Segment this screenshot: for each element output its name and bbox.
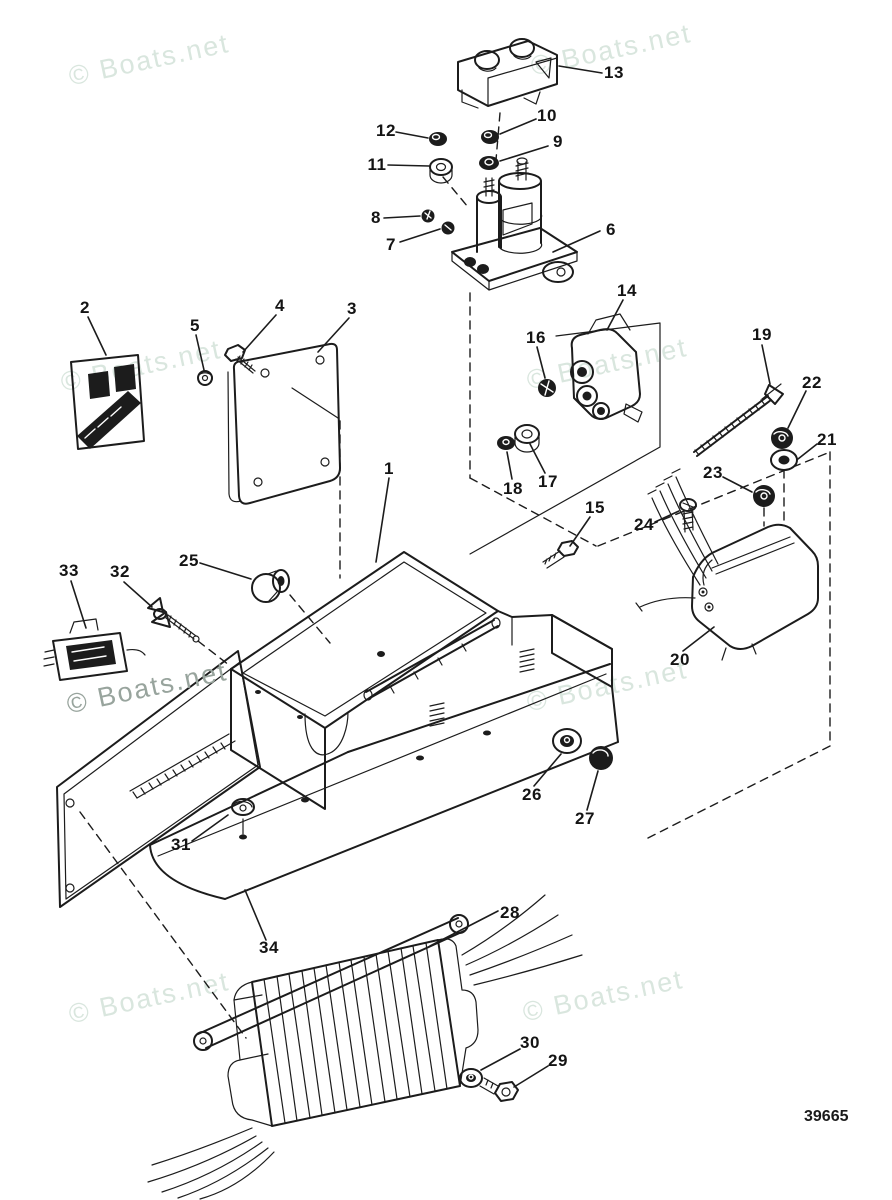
callout-20: 20 [670, 650, 690, 669]
part-3-cover-plate [227, 342, 341, 505]
callout-27: 27 [575, 809, 595, 828]
part-26-washer [552, 728, 582, 754]
part-32-wing-screw [147, 597, 200, 643]
part-27-nut [589, 746, 613, 770]
callout-19: 19 [752, 325, 772, 344]
part-16-grommet [538, 379, 556, 397]
callout-13: 13 [604, 63, 624, 82]
callout-33: 33 [59, 561, 79, 580]
part-23-nut [753, 485, 775, 507]
part-15-bolt [542, 540, 579, 569]
part-24-screw [679, 498, 697, 533]
part-33-connector [43, 618, 146, 681]
part-10-nut [481, 130, 499, 144]
callout-25: 25 [179, 551, 199, 570]
part-18-washer [497, 436, 515, 450]
callout-1: 1 [384, 459, 394, 478]
callout-31: 31 [171, 835, 191, 854]
part-7-nut [441, 221, 455, 235]
callout-30: 30 [520, 1033, 540, 1052]
part-12-nut [429, 132, 447, 146]
part-21-washer [770, 449, 798, 471]
callout-10: 10 [537, 106, 557, 125]
callout-32: 32 [110, 562, 130, 581]
callout-21: 21 [817, 430, 837, 449]
callout-2: 2 [80, 298, 90, 317]
part-30-washer [459, 1068, 483, 1088]
callout-16: 16 [526, 328, 546, 347]
part-29-bolt [479, 1077, 519, 1102]
callout-22: 22 [802, 373, 822, 392]
callout-4: 4 [275, 296, 285, 315]
part-13-bracket [457, 38, 558, 109]
part-14-motor [469, 313, 661, 555]
callout-9: 9 [553, 132, 563, 151]
part-2-decal [70, 354, 145, 450]
callout-7: 7 [386, 235, 396, 254]
projection-lines [79, 112, 831, 1039]
part-5-nut [197, 370, 213, 386]
part-11-washer [429, 158, 453, 184]
part-17-washer [514, 424, 540, 453]
callout-14: 14 [617, 281, 637, 300]
part-1-electrical-box [149, 551, 619, 900]
diagram-number: 39665 [804, 1108, 849, 1125]
part-9-washer [479, 156, 499, 170]
part-19-bolt [693, 383, 784, 457]
callout-28: 28 [500, 903, 520, 922]
part-8-nut [421, 209, 435, 223]
part-25-bushing [251, 569, 290, 603]
callout-15: 15 [585, 498, 605, 517]
part-28-rectifier [147, 894, 583, 1200]
part-6-starter-solenoid [451, 157, 578, 291]
leader-lines [70, 65, 818, 1088]
part-34-back-plate [56, 650, 261, 908]
callout-6: 6 [606, 220, 616, 239]
callout-26: 26 [522, 785, 542, 804]
callout-11: 11 [367, 155, 387, 174]
callout-3: 3 [347, 299, 357, 318]
callout-23: 23 [703, 463, 723, 482]
callout-24: 24 [634, 515, 654, 534]
callout-29: 29 [548, 1051, 568, 1070]
callout-17: 17 [538, 472, 558, 491]
part-22-nut [771, 427, 793, 449]
part-31-nut [231, 798, 255, 840]
callout-18: 18 [503, 479, 523, 498]
callout-34: 34 [259, 938, 279, 957]
callout-5: 5 [190, 316, 200, 335]
part-20-voltage-regulator [635, 468, 819, 661]
callout-12: 12 [376, 121, 396, 140]
callout-8: 8 [371, 208, 381, 227]
